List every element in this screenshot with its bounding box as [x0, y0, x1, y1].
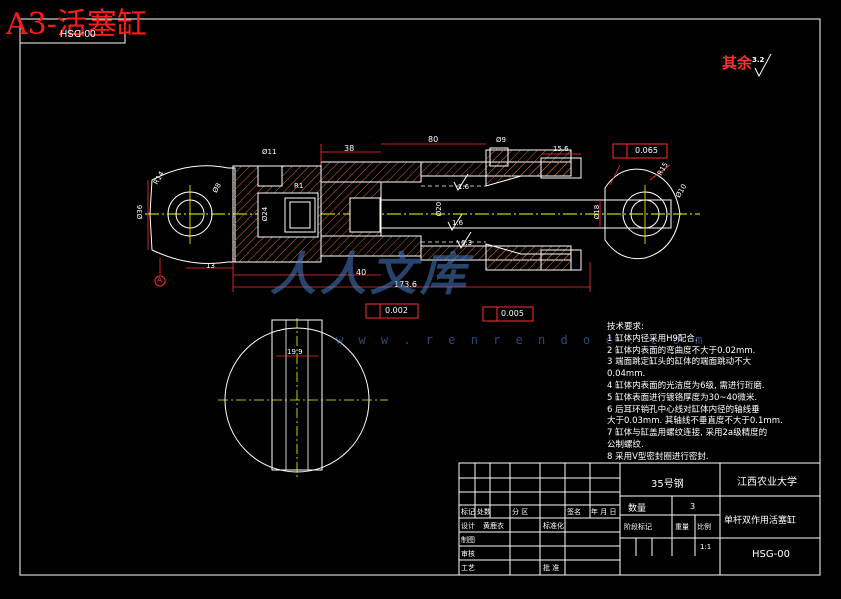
design-label: 设计: [461, 522, 475, 530]
drawing-code: 00-DSH: [60, 27, 96, 38]
roughness-label: 其余: [722, 54, 753, 72]
row-label-sign: 签名: [567, 508, 581, 516]
note-line: 0.04mm.: [607, 369, 646, 380]
drawing-number: HSG-00: [752, 549, 790, 560]
approve-label: 批 准: [543, 564, 560, 572]
note-line: 4 缸体内表面的光洁度为6级, 需进行珩磨.: [607, 380, 765, 391]
note-line: 8 采用V型密封圈进行密封.: [607, 451, 709, 462]
school-name: 江西农业大学: [737, 477, 797, 488]
dim-r1: R1: [294, 182, 304, 190]
dim-40: 40: [356, 268, 367, 277]
draw-label: 制图: [461, 536, 475, 544]
row-label-date: 年 月 日: [591, 508, 617, 516]
dim-phi36: Ø36: [136, 204, 145, 220]
rough-6-3: 6.3: [461, 239, 473, 247]
sheet-title: A3-活塞缸: [6, 7, 147, 42]
note-line: 2 缸体内表面的弯曲度不大于0.02mm.: [607, 345, 756, 356]
rough-1-6-b: 1.6: [452, 219, 464, 227]
rough-1-6-a: 1.6: [458, 183, 470, 191]
note-line: 公制螺纹.: [607, 439, 644, 450]
stage-label: 阶段标记: [624, 523, 652, 531]
watermark-url: w w w . r e n r e n d o c . c o m: [336, 333, 707, 347]
dim-phi20: Ø20: [435, 201, 444, 217]
dim-38: 38: [344, 144, 355, 153]
tolerance-frames: [154, 143, 668, 322]
dim-phi18: Ø18: [593, 204, 602, 220]
title-block-lines: [458, 462, 821, 576]
dim-13: 13: [206, 262, 215, 270]
dimension-lines: [147, 143, 671, 292]
scale-value: 1:1: [700, 543, 712, 551]
review-label: 审核: [461, 550, 475, 558]
tolerance-value-1: 0.065: [635, 146, 658, 155]
dim-phi24: Ø24: [261, 206, 270, 222]
roughness-value: 3.2: [752, 56, 765, 64]
sheet-frame: [19, 18, 821, 576]
note-line: 1 缸体内径采用H9配合.: [607, 333, 698, 344]
process-label: 工艺: [461, 564, 475, 572]
note-line: 7 缸体与缸盖用螺纹连接, 采用2a级精度的: [607, 428, 768, 439]
section-view: [218, 318, 388, 478]
dim-173: 173.6: [394, 280, 417, 289]
technical-notes: 技术要求: 1 缸体内径采用H9配合. 2 缸体内表面的弯曲度不大于0.02mm…: [607, 322, 817, 464]
dim-phi11: Ø11: [262, 148, 277, 156]
designer-name: 黄鹿衣: [483, 522, 504, 530]
note-line: 6 后耳环销孔中心线对缸体内径的轴线垂: [607, 404, 760, 415]
tolerance-value-3: 0.005: [501, 309, 524, 318]
code-box: [19, 18, 126, 44]
note-line: 大于0.03mm. 其轴线不垂直度不大于0.1mm.: [607, 416, 783, 427]
dim-80: 80: [428, 135, 439, 144]
material: 35号钢: [651, 479, 684, 490]
row-label-count: 处数: [477, 508, 491, 516]
dim-phi9: Ø9: [496, 136, 506, 144]
row-label-mark: 标记: [461, 508, 475, 516]
roughness-marks: [447, 53, 772, 250]
roughness-note: 其余3.2: [722, 52, 764, 73]
datum-label: A: [157, 276, 162, 284]
tolerance-value-2: 0.002: [385, 306, 408, 315]
quantity-label: 数量: [628, 504, 647, 514]
cylinder-section: [145, 147, 700, 271]
note-line: 5 缸体表面进行镀铬厚度为30~40微米.: [607, 392, 758, 403]
dim-15-6: 15.6: [553, 145, 569, 153]
quantity-value: 3: [690, 502, 696, 511]
note-line: 3 端面跳定缸头的缸体的端面跳动不大: [607, 357, 752, 368]
part-name: 单杆双作用活塞缸: [724, 516, 797, 526]
standardize-label: 标准化: [543, 522, 564, 530]
weight-label: 重量: [675, 523, 689, 531]
row-label-zone: 分 区: [512, 508, 529, 516]
watermark-text: 人人文库: [270, 247, 470, 301]
scale-label: 比例: [697, 523, 711, 531]
notes-heading: 技术要求:: [607, 322, 644, 332]
dim-section: 19.9: [287, 348, 303, 356]
